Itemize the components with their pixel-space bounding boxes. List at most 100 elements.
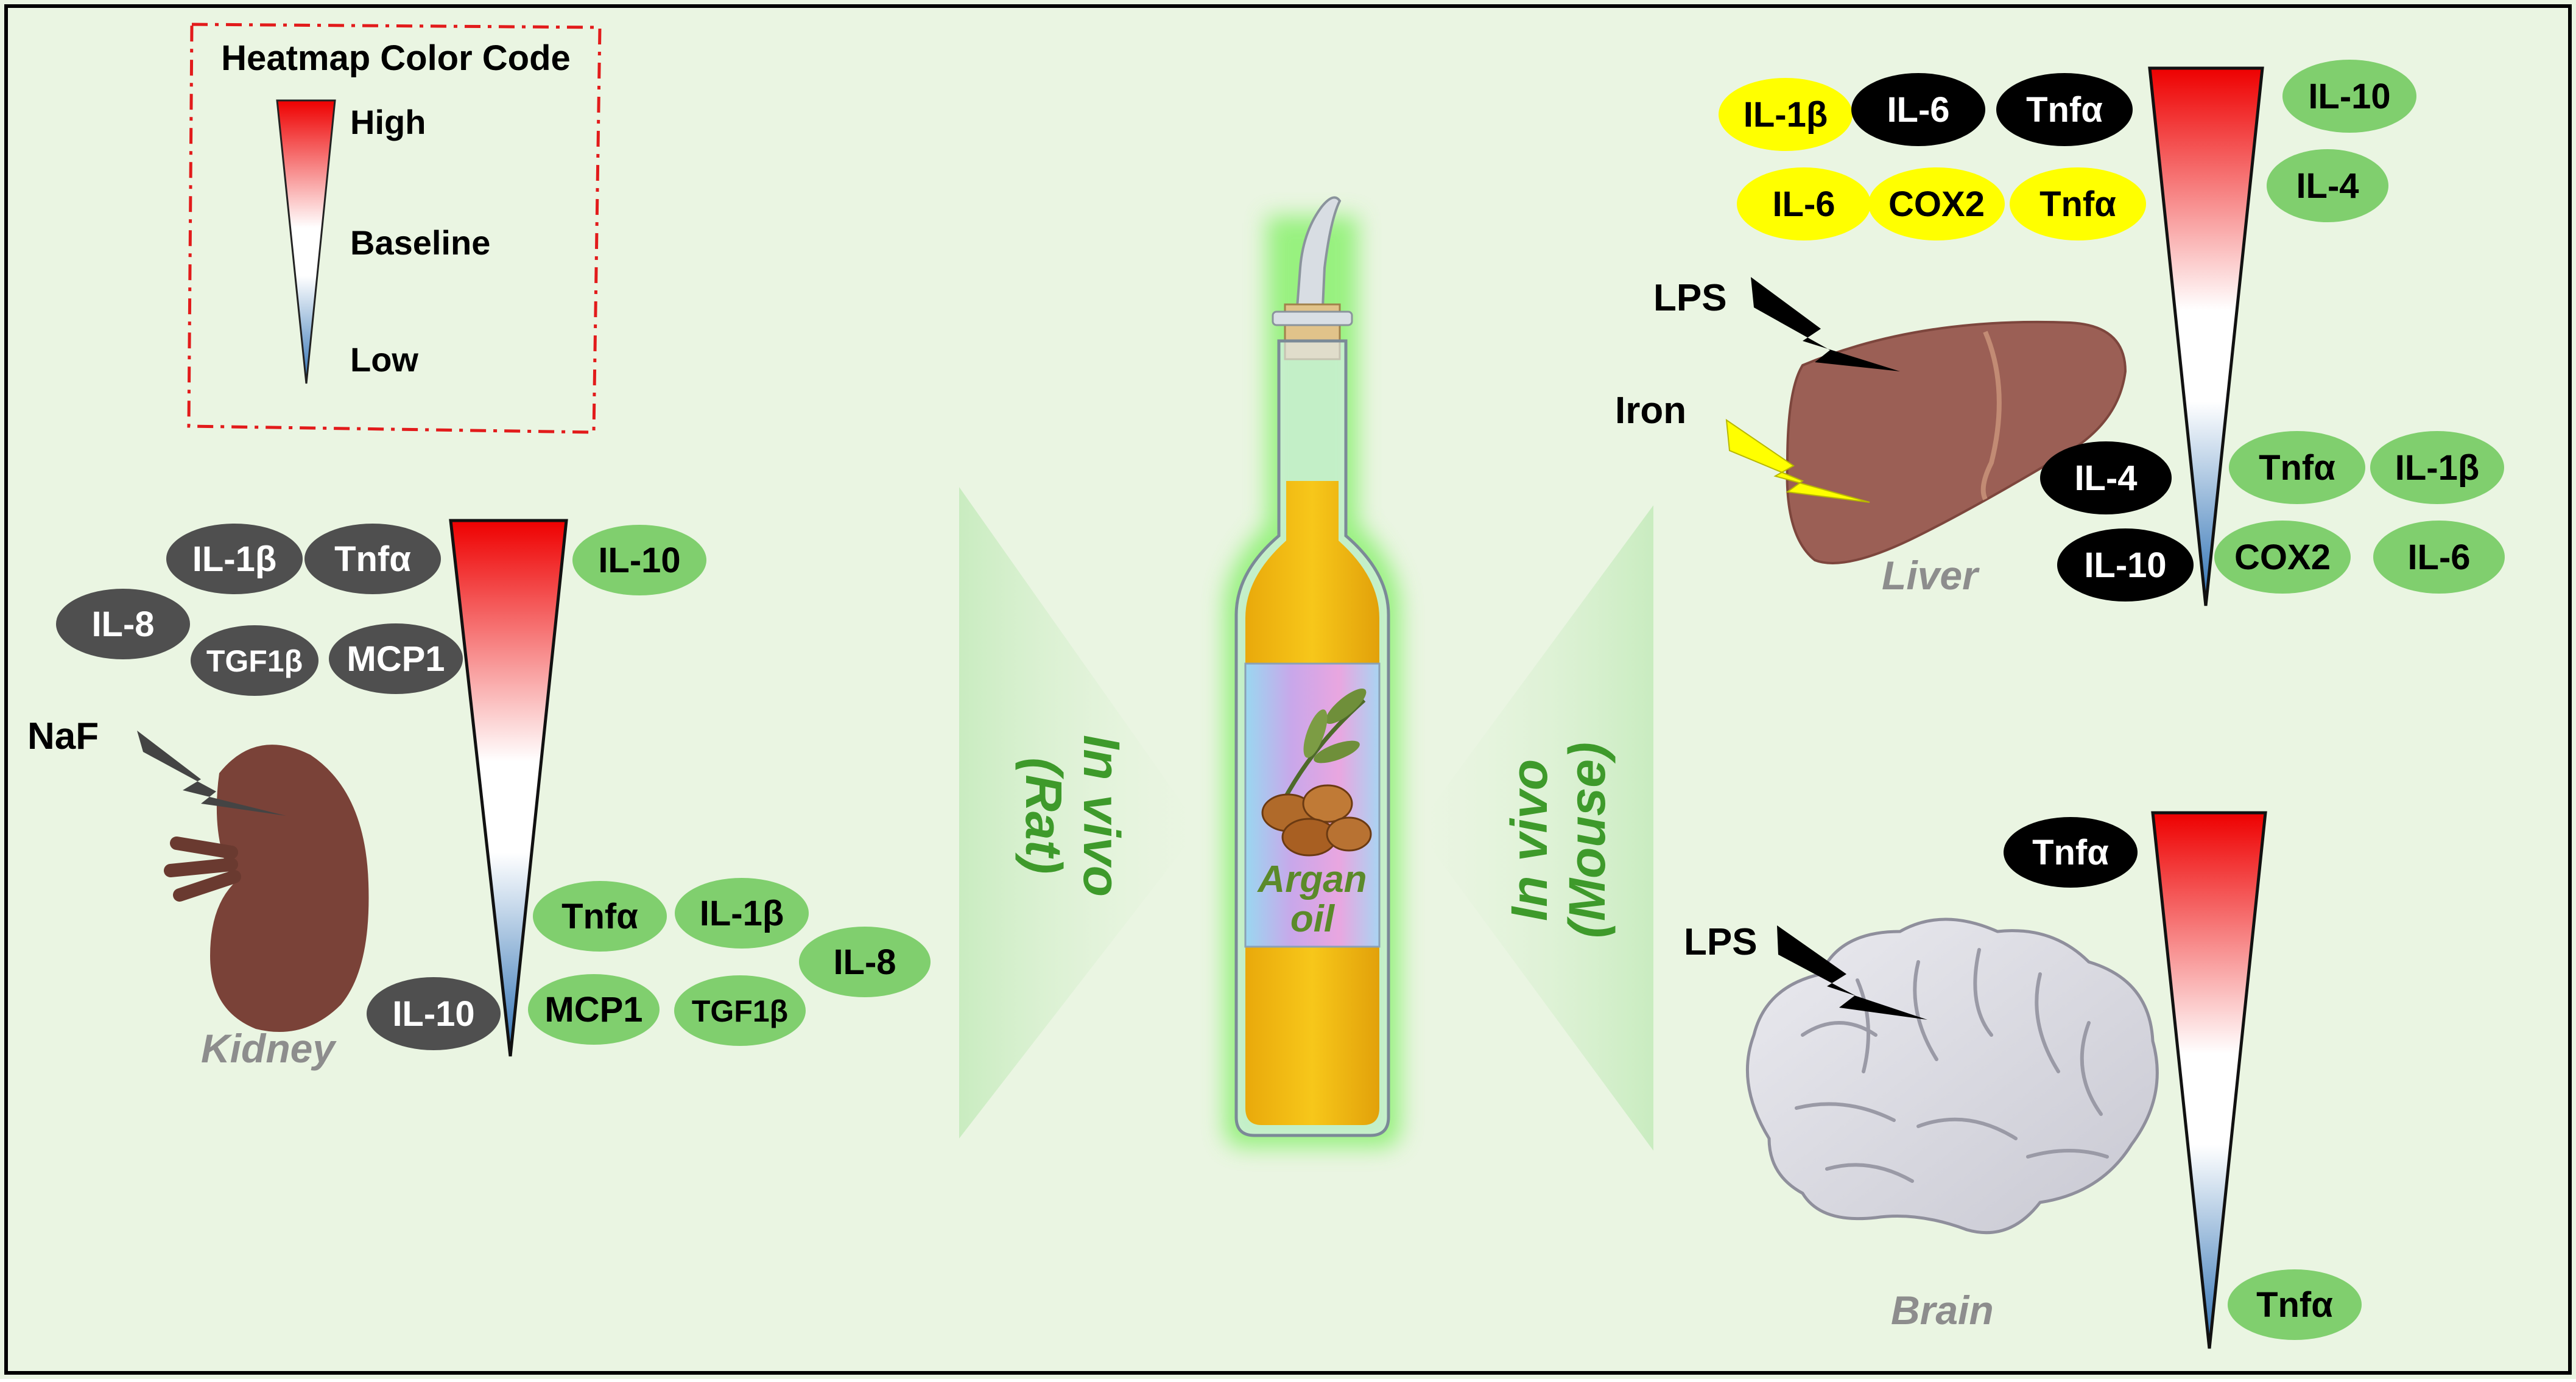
liver-pill-il6-black: IL-6 — [1851, 73, 1985, 146]
liver-pill-tnfa-yellow-text: Tnfα — [2039, 184, 2116, 224]
argan-oil-bottle: Argan oil — [1224, 196, 1401, 1148]
product-name-line1: Argan — [1256, 858, 1367, 900]
liver-pill-il10-green-bg — [2282, 60, 2416, 133]
kidney-pill-il10-up-text: IL-10 — [598, 541, 680, 580]
kidney-vessels — [164, 837, 241, 902]
liver-pill-il4-black-bg — [2040, 441, 2172, 514]
brain-panel: LPS Brain Tnfα Tnfα — [1684, 811, 2362, 1349]
kidney-shape — [210, 745, 369, 1032]
legend-gradient-triangle — [276, 99, 336, 384]
liver-pill-il6-black-bg — [1851, 73, 1985, 146]
liver-pill-il4-green-text: IL-4 — [2296, 166, 2359, 206]
liver-pill-il1b-yellow-text: IL-1β — [1744, 95, 1828, 135]
kidney-pill-il1b-down-text: IL-1β — [700, 894, 784, 933]
kidney-pill-tgf1b-bg — [191, 625, 318, 696]
rat-label-line1: In vivo — [1073, 735, 1130, 897]
mouse-label: In vivo (Mouse) — [1501, 742, 1616, 938]
leaf-1 — [1325, 688, 1367, 724]
liver-lps-label: LPS — [1653, 277, 1727, 319]
legend-baseline-label: Baseline — [350, 223, 490, 262]
liver-pill-il6-yellow: IL-6 — [1737, 167, 1871, 240]
liver-pill-il6-green-text: IL-6 — [2407, 538, 2470, 577]
liver-pill-il10-green-text: IL-10 — [2308, 77, 2390, 116]
liver-pill-tnfa-green: Tnfα — [2229, 431, 2365, 504]
product-name-line2: oil — [1290, 898, 1336, 940]
kidney-pill-il1b-bg — [166, 524, 303, 594]
liver-pill-tnfa-black: Tnfα — [1996, 73, 2133, 146]
kidney-pill-il10-down: IL-10 — [367, 977, 501, 1050]
brain-heat-triangle — [2151, 811, 2267, 1349]
kidney-pill-tgf1b-down-bg — [674, 975, 806, 1046]
liver-pill-tnfa-green-bg — [2229, 431, 2365, 504]
liver-pill-tnfa-black-text: Tnfα — [2026, 90, 2103, 130]
kidney-pill-mcp1-down-bg — [528, 974, 660, 1045]
liver-pill-tnfa-yellow: Tnfα — [2010, 167, 2146, 240]
liver-pill-tnfa-yellow-bg — [2010, 167, 2146, 240]
liver-pill-il4-black: IL-4 — [2040, 441, 2172, 514]
brain-pill-tnfa-green-bg — [2228, 1269, 2362, 1340]
rat-label-line2: (Rat) — [1015, 757, 1072, 874]
liver-shape — [1786, 320, 2127, 564]
liver-pill-il6-green: IL-6 — [2373, 521, 2505, 594]
heatmap-legend: Heatmap Color Code High Baseline Low — [187, 23, 602, 434]
kidney-pill-mcp1-text: MCP1 — [347, 639, 445, 679]
kidney-pill-tgf1b-text: TGF1β — [206, 644, 303, 678]
kidney-pill-tgf1b: TGF1β — [191, 625, 318, 696]
kidney-pill-il8-down-bg — [799, 927, 931, 997]
liver-pill-cox2-yellow-text: COX2 — [1888, 184, 1985, 224]
brain-pill-tnfa-black-bg — [2004, 817, 2138, 888]
kidney-label: Kidney — [201, 1026, 337, 1071]
kidney-pill-il10-down-text: IL-10 — [392, 994, 474, 1034]
liver-pill-il1b-yellow-bg — [1719, 78, 1853, 151]
liver-pill-il1b-yellow: IL-1β — [1719, 78, 1853, 151]
liver-iron-lightning — [1725, 418, 1870, 503]
brain-folds — [1795, 948, 2109, 1183]
liver-panel: LPS Iron Liver IL-1β IL-6 Tnfα IL-6 COX2… — [1615, 60, 2505, 606]
kidney-pill-il1b-down: IL-1β — [675, 878, 809, 949]
kidney-pill-il1b-down-bg — [675, 878, 809, 949]
kidney-pill-mcp1-bg — [329, 623, 463, 694]
brain-label: Brain — [1891, 1288, 1994, 1333]
liver-pill-il6-yellow-bg — [1737, 167, 1871, 240]
kidney-pill-il10-up-bg — [572, 525, 706, 595]
kidney-pill-il10-down-bg — [367, 977, 501, 1050]
brain-pill-tnfa-black-text: Tnfα — [2032, 833, 2109, 872]
kidney-pill-tgf1b-down-text: TGF1β — [692, 994, 788, 1028]
liver-pill-il4-green: IL-4 — [2267, 149, 2388, 222]
liver-pill-il1b-green: IL-1β — [2370, 431, 2504, 504]
liver-pill-il6-yellow-text: IL-6 — [1772, 184, 1835, 224]
kidney-pill-il8: IL-8 — [56, 589, 190, 659]
kidney-pill-mcp1: MCP1 — [329, 623, 463, 694]
brain-lps-label: LPS — [1684, 921, 1758, 963]
brain-pill-tnfa-green: Tnfα — [2228, 1269, 2362, 1340]
kidney-pill-mcp1-down-text: MCP1 — [544, 990, 642, 1029]
mouse-label-line1: In vivo — [1501, 759, 1558, 921]
liver-label: Liver — [1882, 553, 1980, 598]
kidney-pill-tnfa-text: Tnfα — [334, 539, 411, 579]
kidney-pill-il10-up: IL-10 — [572, 525, 706, 595]
legend-title: Heatmap Color Code — [221, 38, 571, 78]
kidney-pill-il8-down: IL-8 — [799, 927, 931, 997]
liver-pill-cox2-yellow-bg — [1868, 167, 2005, 240]
liver-pill-il6-green-bg — [2373, 521, 2505, 594]
liver-pill-cox2-green-text: COX2 — [2234, 538, 2331, 577]
liver-pill-il4-green-bg — [2267, 149, 2388, 222]
leaf-3 — [1314, 740, 1360, 763]
kidney-heat-triangle — [449, 519, 568, 1057]
mouse-label-line2: (Mouse) — [1558, 742, 1616, 938]
liver-pill-tnfa-black-bg — [1996, 73, 2133, 146]
liver-pill-cox2-green: COX2 — [2214, 521, 2351, 594]
legend-high-label: High — [350, 103, 426, 141]
mouse-cone — [1416, 505, 1653, 1151]
kidney-pill-tnfa-down: Tnfα — [533, 881, 667, 952]
rat-label: In vivo (Rat) — [1015, 735, 1130, 897]
liver-pill-il10-black: IL-10 — [2057, 528, 2194, 602]
kidney-pill-tnfa-down-bg — [533, 881, 667, 952]
pour-spout — [1295, 196, 1342, 309]
liver-pill-il10-green: IL-10 — [2282, 60, 2416, 133]
leaf-2 — [1303, 709, 1328, 758]
liver-ligament — [1980, 331, 2002, 500]
kidney-pill-tnfa-down-text: Tnfα — [561, 897, 638, 936]
naf-label: NaF — [27, 715, 99, 757]
